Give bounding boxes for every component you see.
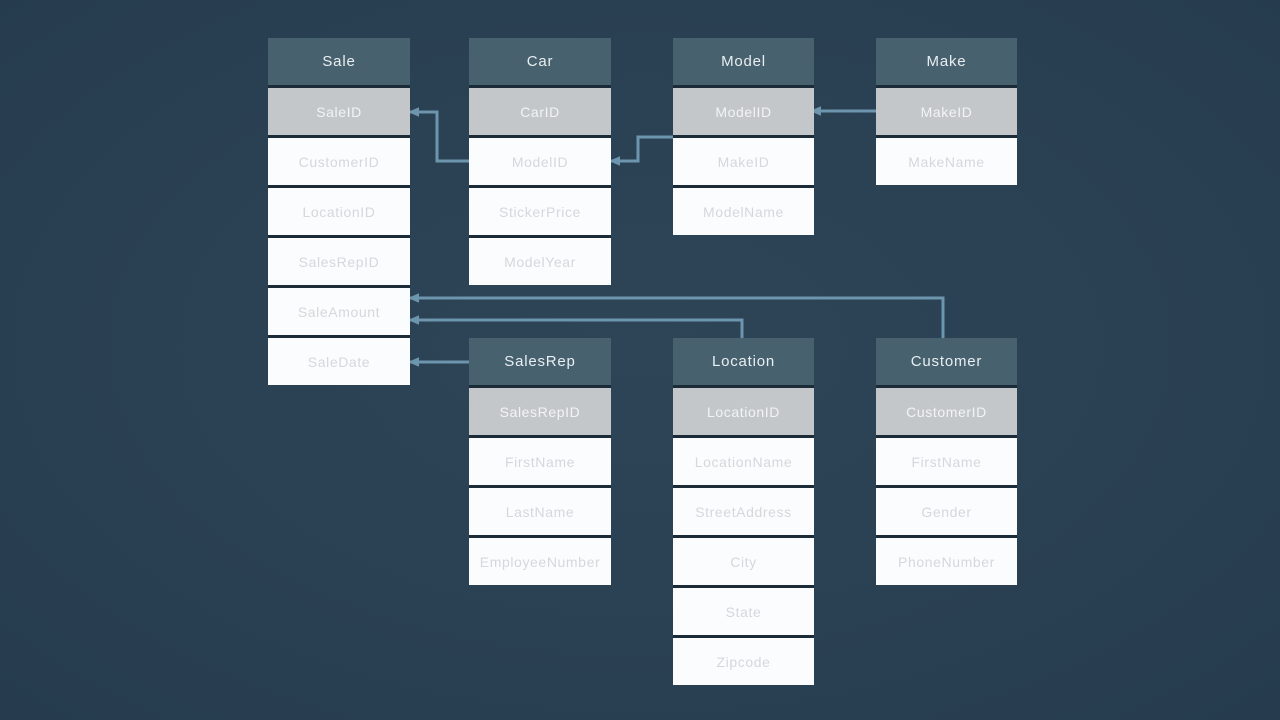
table-row-key: CustomerID <box>876 388 1017 435</box>
table-header: Location <box>673 338 814 385</box>
connector-sale-customer <box>410 296 945 338</box>
table-row: MakeName <box>876 138 1017 185</box>
connector-car-modelid-model-modelid <box>611 135 674 163</box>
table-row: LastName <box>469 488 611 535</box>
table-row-key: SaleID <box>268 88 410 135</box>
table-row: LocationID <box>268 188 410 235</box>
table-row: StickerPrice <box>469 188 611 235</box>
table-sale: Sale SaleID CustomerID LocationID SalesR… <box>268 38 410 385</box>
table-salesrep: SalesRep SalesRepID FirstName LastName E… <box>469 338 611 585</box>
table-header: Model <box>673 38 814 85</box>
table-row: EmployeeNumber <box>469 538 611 585</box>
table-header: Make <box>876 38 1017 85</box>
table-row: State <box>673 588 814 635</box>
table-row: Zipcode <box>673 638 814 685</box>
table-make: Make MakeID MakeName <box>876 38 1017 185</box>
table-row: PhoneNumber <box>876 538 1017 585</box>
table-model: Model ModelID MakeID ModelName <box>673 38 814 235</box>
table-car: Car CarID ModelID StickerPrice ModelYear <box>469 38 611 285</box>
connector-sale-saleid-car-modelid <box>410 110 470 163</box>
table-row-key: ModelID <box>673 88 814 135</box>
table-row: ModelYear <box>469 238 611 285</box>
table-row: LocationName <box>673 438 814 485</box>
table-header: SalesRep <box>469 338 611 385</box>
table-row: SalesRepID <box>268 238 410 285</box>
table-row: FirstName <box>876 438 1017 485</box>
table-row-key: SalesRepID <box>469 388 611 435</box>
table-row: FirstName <box>469 438 611 485</box>
table-row: CustomerID <box>268 138 410 185</box>
table-header: Customer <box>876 338 1017 385</box>
table-row: StreetAddress <box>673 488 814 535</box>
table-row-key: MakeID <box>876 88 1017 135</box>
table-row-key: CarID <box>469 88 611 135</box>
table-row: SaleDate <box>268 338 410 385</box>
table-header: Sale <box>268 38 410 85</box>
table-row: City <box>673 538 814 585</box>
table-row-key: LocationID <box>673 388 814 435</box>
table-row: ModelName <box>673 188 814 235</box>
connector-sale-location <box>410 318 744 338</box>
table-row: Gender <box>876 488 1017 535</box>
table-row: ModelID <box>469 138 611 185</box>
table-row: SaleAmount <box>268 288 410 335</box>
table-header: Car <box>469 38 611 85</box>
table-customer: Customer CustomerID FirstName Gender Pho… <box>876 338 1017 585</box>
table-location: Location LocationID LocationName StreetA… <box>673 338 814 685</box>
table-row: MakeID <box>673 138 814 185</box>
